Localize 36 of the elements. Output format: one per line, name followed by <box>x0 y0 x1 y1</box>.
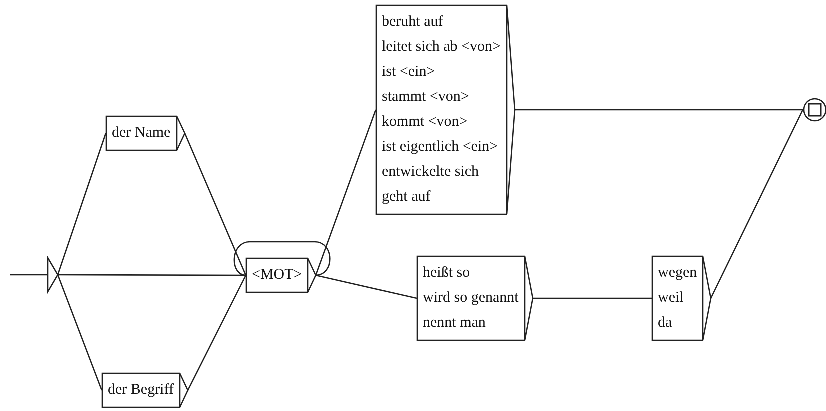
connector <box>533 298 652 300</box>
loop-connector <box>234 241 331 276</box>
transition-entry: <MOT> <box>252 266 302 285</box>
transition-entry: geht auf <box>382 188 431 207</box>
transition-entry: der Begriff <box>108 381 174 400</box>
transition-box <box>102 373 188 408</box>
transition-box <box>106 116 185 151</box>
transition-entry: wird so genannt <box>423 289 519 308</box>
connector <box>57 133 107 276</box>
transition-box <box>246 258 316 293</box>
connector <box>187 275 247 391</box>
transition-box <box>376 5 515 215</box>
transition-entry: ist eigentlich <ein> <box>382 138 498 157</box>
connector <box>710 110 804 299</box>
connector <box>184 133 247 276</box>
transition-entry: beruht auf <box>382 13 444 32</box>
connector <box>315 110 377 276</box>
connector <box>58 274 246 276</box>
transition-entry: leitet sich ab <von> <box>382 38 501 57</box>
transition-entry: kommt <von> <box>382 113 468 132</box>
transition-entry: weil <box>658 289 684 308</box>
connector <box>57 274 103 391</box>
transition-entry: stammt <von> <box>382 88 470 107</box>
transition-entry: wegen <box>658 264 698 283</box>
transition-entry: ist <ein> <box>382 63 436 82</box>
initial-state-symbol <box>10 258 58 292</box>
transition-entry: heißt so <box>423 264 470 283</box>
connector <box>515 109 803 111</box>
transition-box <box>417 256 533 341</box>
transition-entry: der Name <box>112 124 171 143</box>
transition-entry: entwickelte sich <box>382 163 480 182</box>
transition-entry: nennt man <box>423 314 486 333</box>
transition-entry: da <box>658 314 672 333</box>
transition-box <box>652 256 712 341</box>
connector <box>316 274 418 300</box>
final-state-symbol <box>803 98 826 122</box>
